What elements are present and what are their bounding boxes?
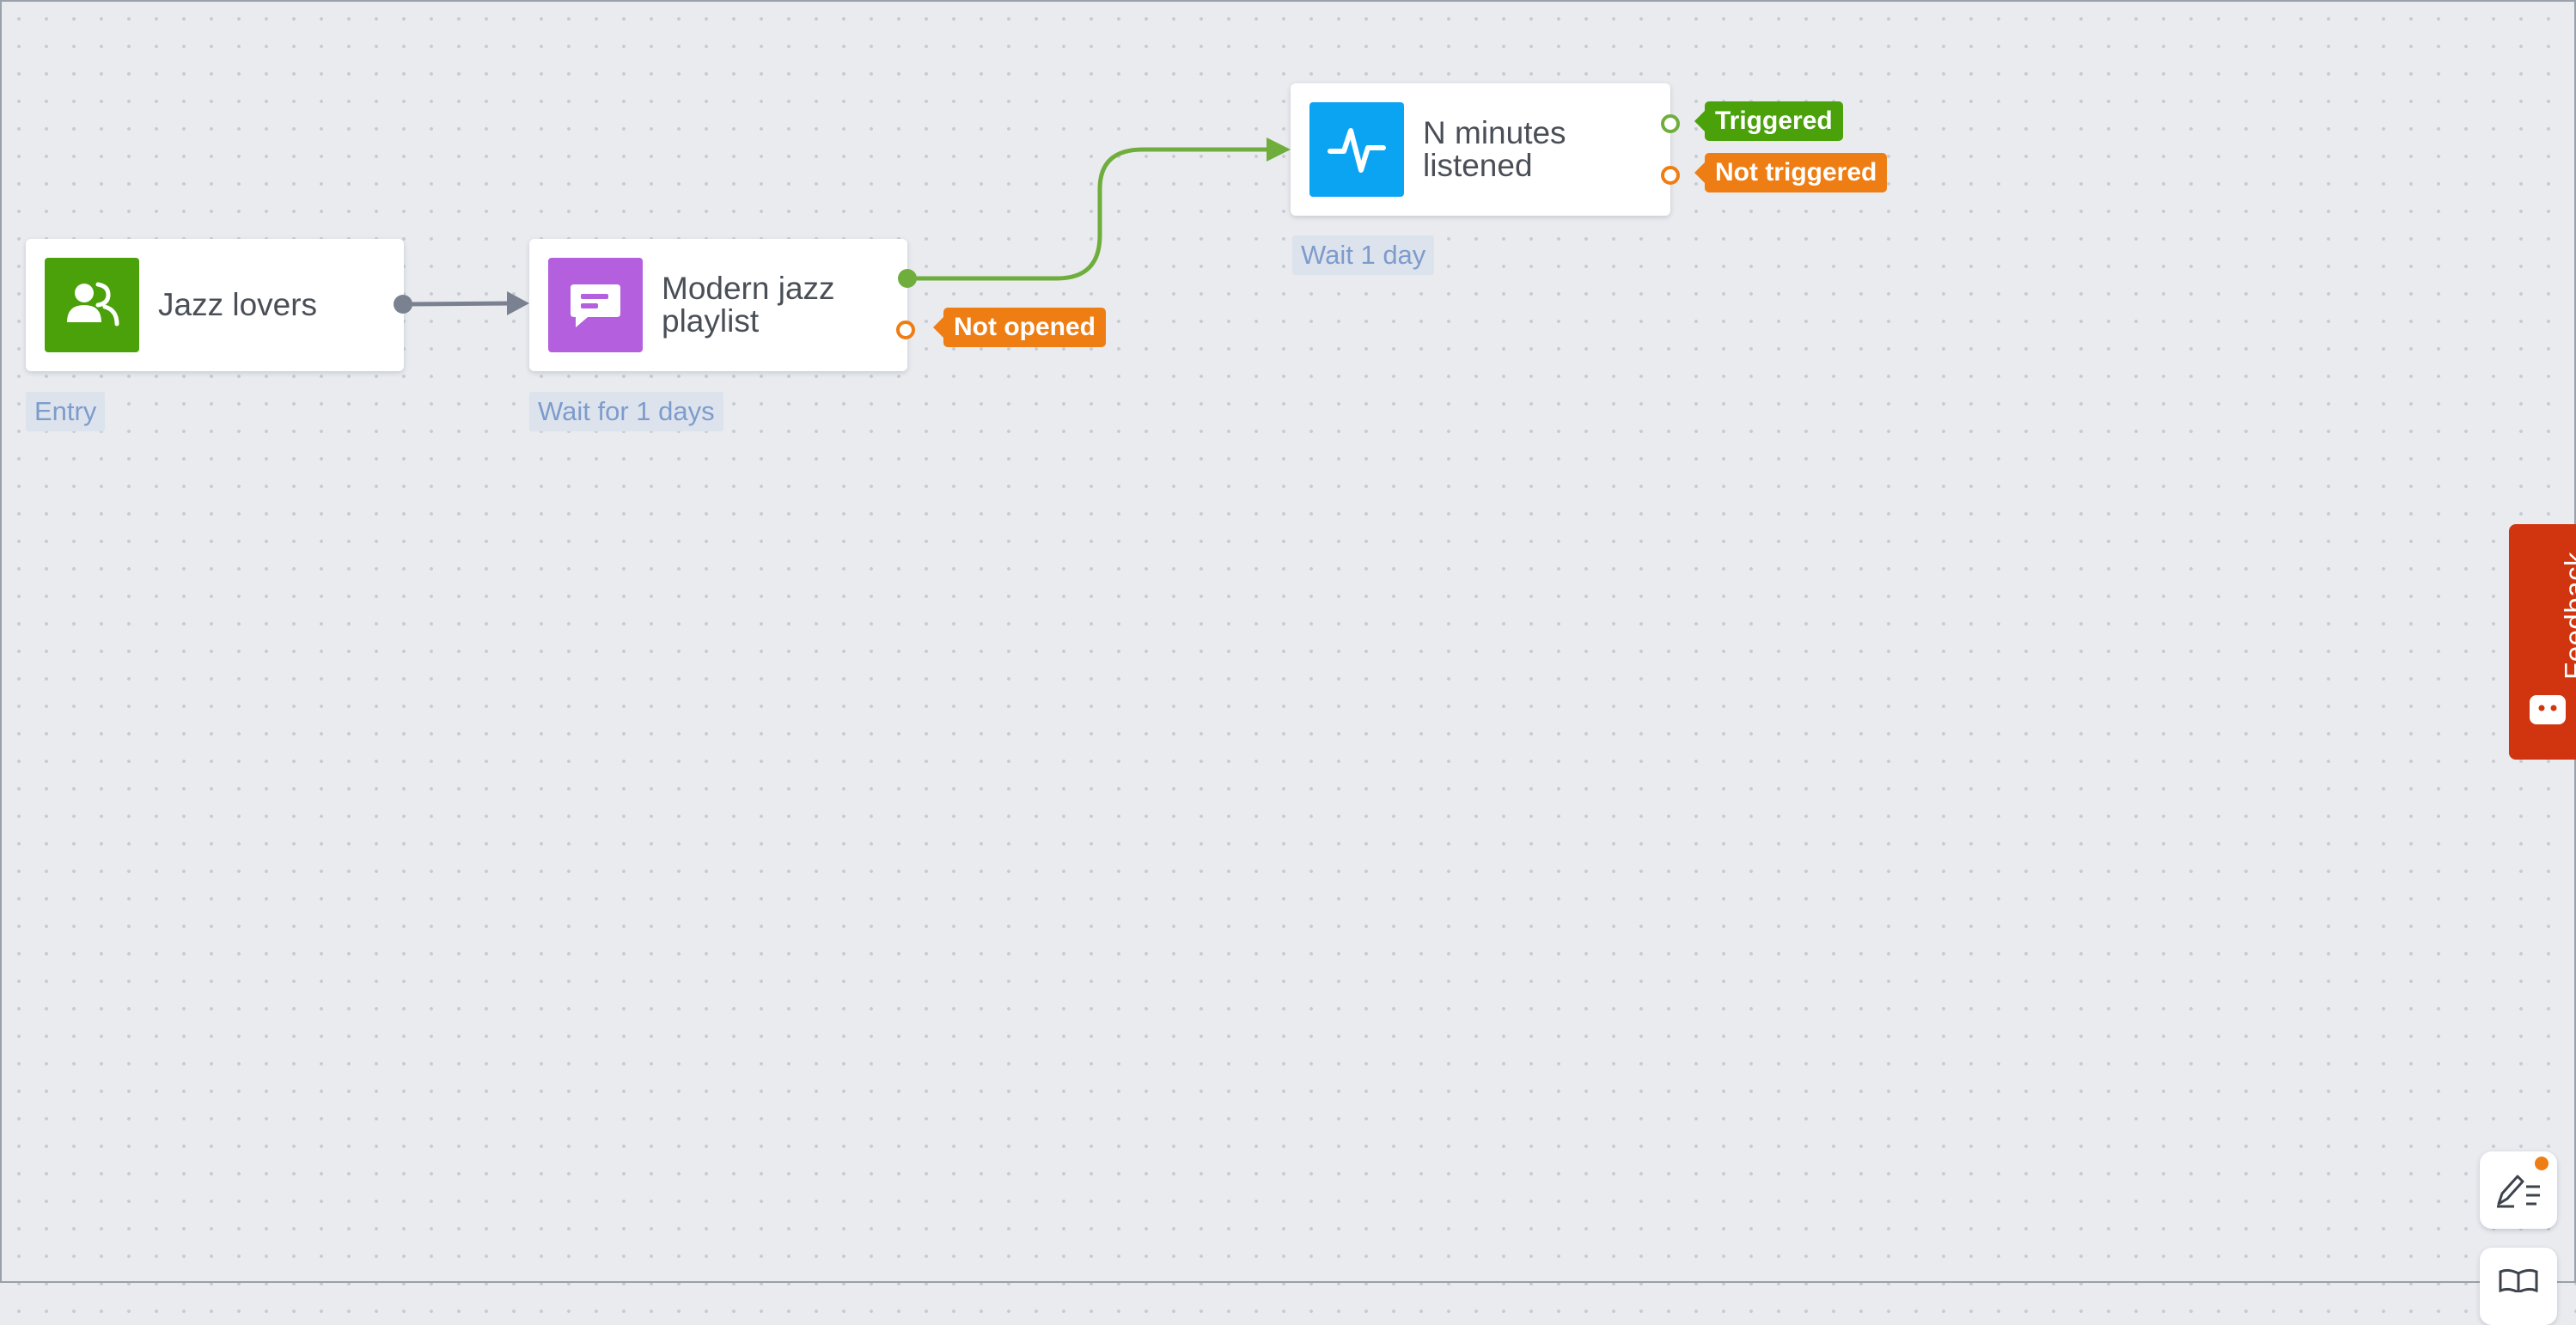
triggered-branch-tag[interactable]: Triggered bbox=[1694, 101, 1843, 141]
journey-canvas[interactable] bbox=[0, 0, 2576, 1283]
entry-node-jazz-lovers[interactable]: Jazz lovers bbox=[26, 239, 404, 371]
message-node-label-line2: playlist bbox=[662, 303, 760, 339]
feedback-tab[interactable]: Feedback bbox=[2509, 524, 2576, 760]
message-node-modern-jazz-playlist[interactable]: Modern jazz playlist bbox=[529, 239, 907, 371]
notification-dot bbox=[2535, 1157, 2549, 1170]
event-node-n-minutes-listened[interactable]: N minutes listened bbox=[1291, 83, 1670, 216]
edit-notes-button[interactable] bbox=[2480, 1151, 2557, 1229]
entry-output-port[interactable] bbox=[394, 295, 412, 314]
chat-message-icon bbox=[548, 258, 643, 352]
message-not-opened-port[interactable] bbox=[896, 321, 915, 339]
entry-node-label: Jazz lovers bbox=[158, 287, 318, 322]
not-opened-branch-tag[interactable]: Not opened bbox=[933, 308, 1106, 347]
entry-caption: Entry bbox=[26, 392, 106, 431]
event-node-label-line1: N minutes bbox=[1423, 115, 1566, 150]
book-icon bbox=[2499, 1268, 2538, 1292]
message-node-label-line1: Modern jazz bbox=[662, 271, 835, 306]
event-caption: Wait 1 day bbox=[1292, 235, 1435, 275]
guide-button[interactable] bbox=[2480, 1248, 2557, 1325]
event-triggered-port[interactable] bbox=[1661, 114, 1680, 133]
not-triggered-branch-tag[interactable]: Not triggered bbox=[1694, 153, 1888, 192]
feedback-face-icon bbox=[2528, 693, 2567, 732]
event-node-label: N minutes listened bbox=[1423, 117, 1566, 182]
message-node-label: Modern jazz playlist bbox=[662, 272, 835, 338]
users-icon bbox=[45, 258, 139, 352]
activity-pulse-icon bbox=[1309, 102, 1404, 197]
message-opened-port[interactable] bbox=[898, 269, 917, 288]
event-not-triggered-port[interactable] bbox=[1661, 166, 1680, 185]
event-node-label-line2: listened bbox=[1423, 148, 1533, 183]
edit-list-icon bbox=[2497, 1175, 2540, 1208]
feedback-label: Feedback bbox=[2559, 552, 2576, 680]
message-caption: Wait for 1 days bbox=[529, 392, 723, 431]
